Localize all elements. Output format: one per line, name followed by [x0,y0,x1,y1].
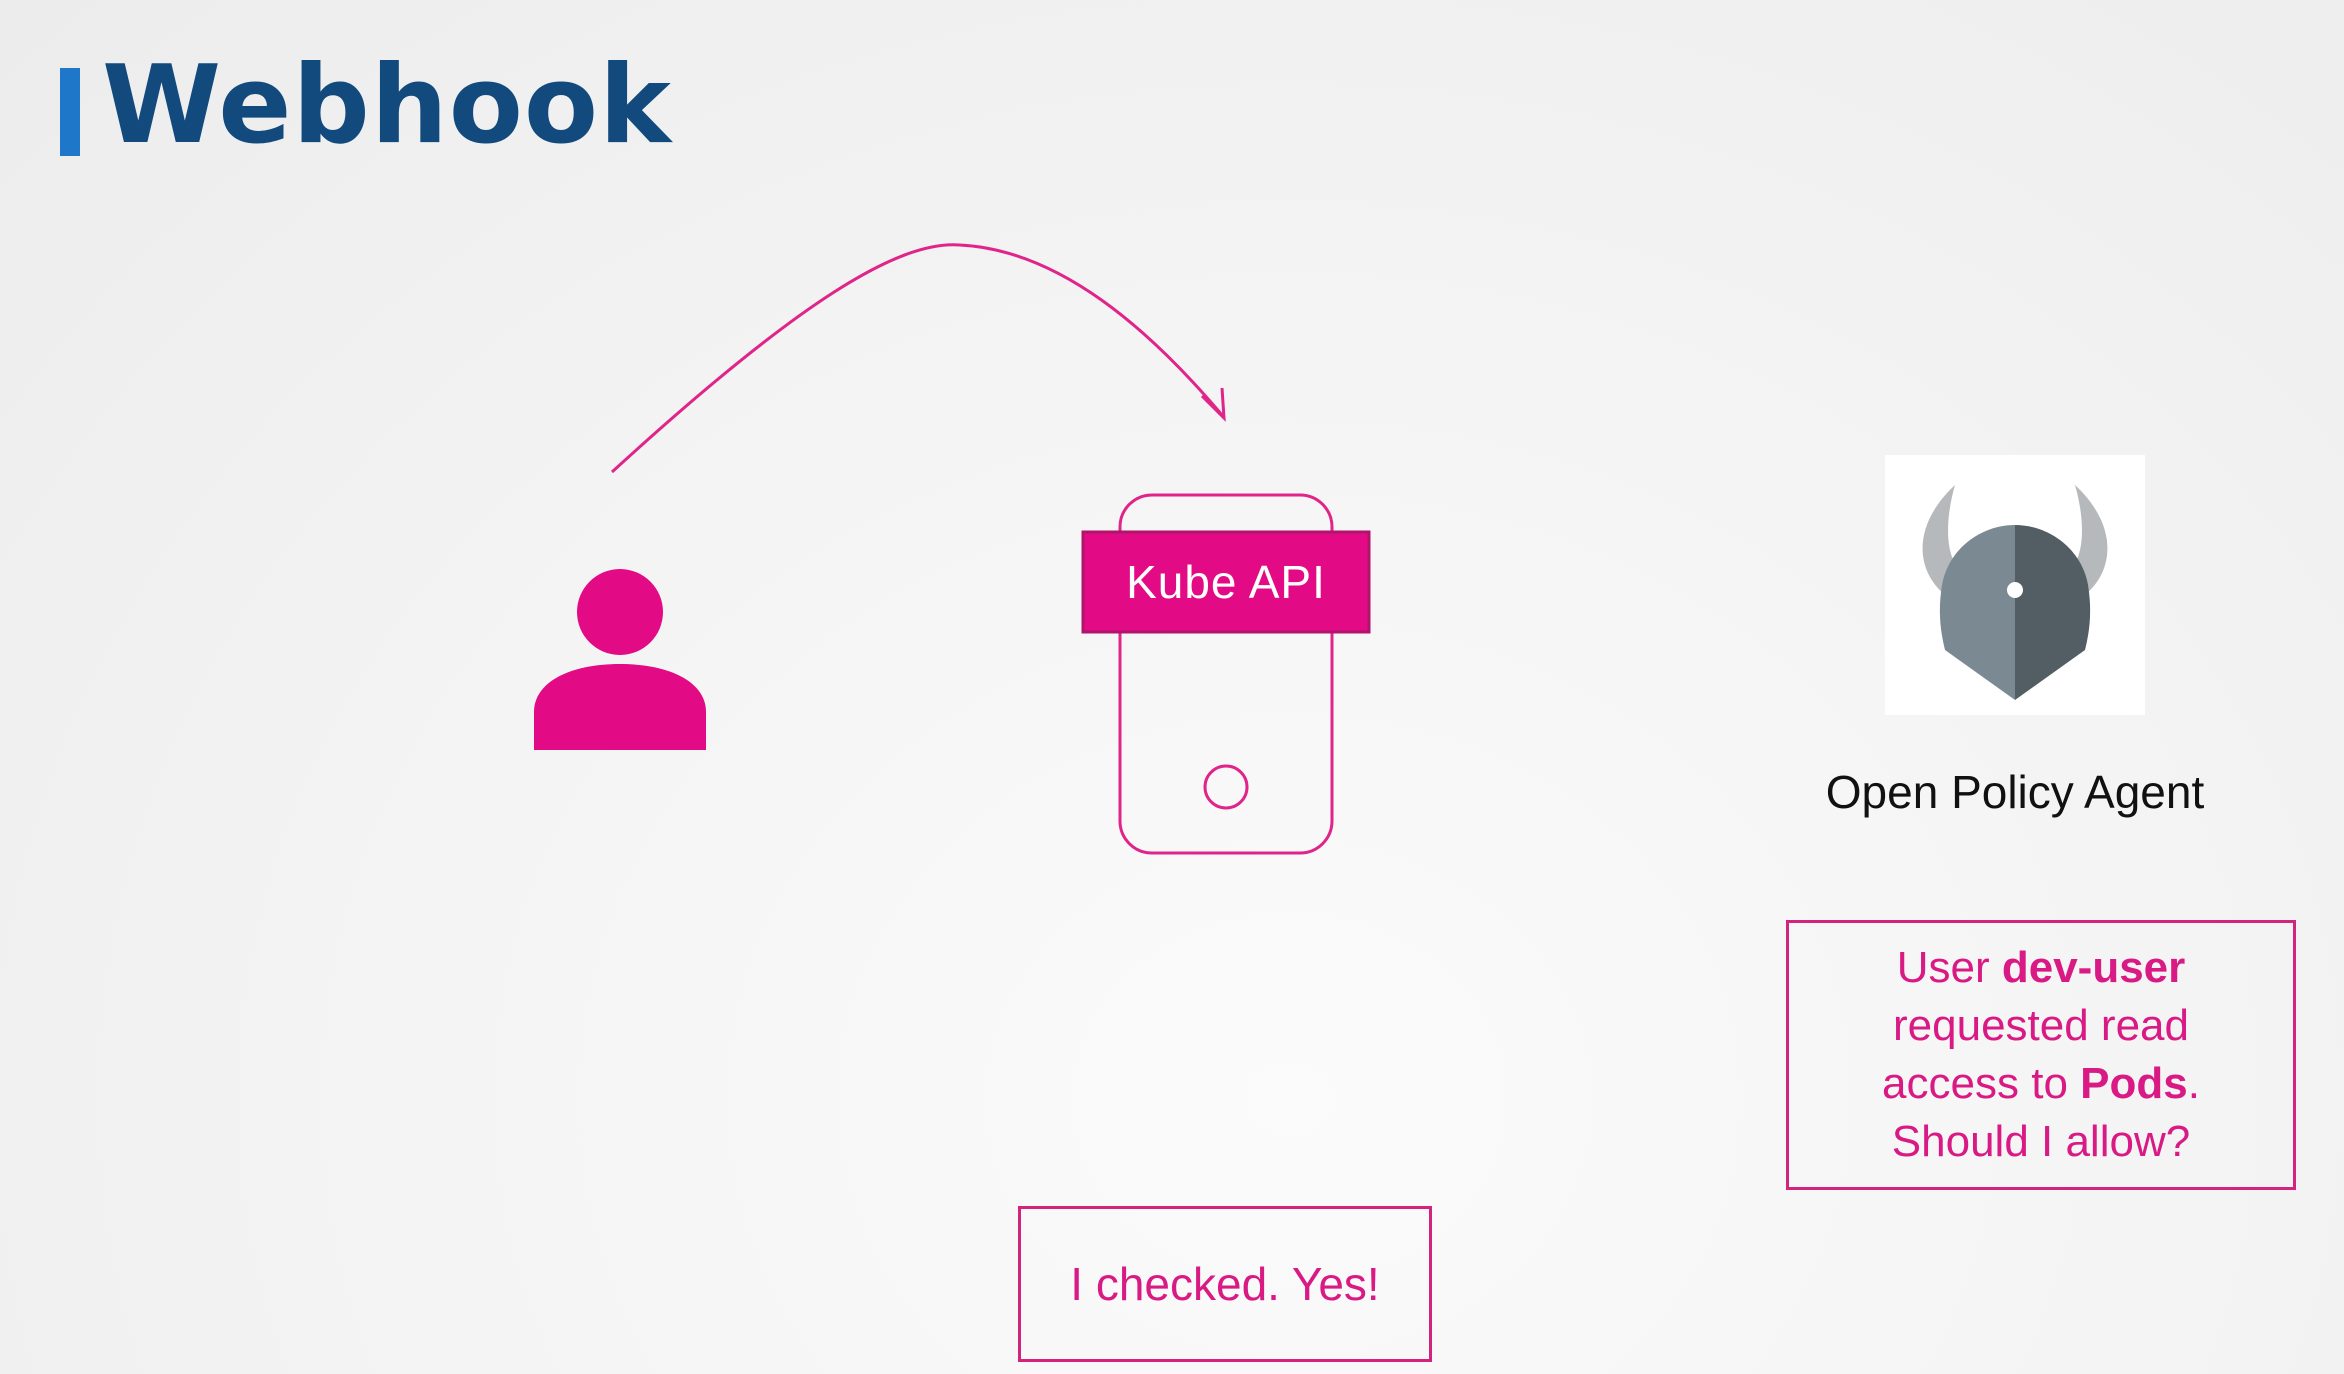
request-arrow-head [1200,387,1226,422]
kube-api-label: Kube API [1126,556,1326,608]
question-line-4: Should I allow? [1891,1117,2191,1166]
answer-text: I checked. Yes! [1070,1258,1380,1310]
webhook-question-box: User dev-user requested read access to P… [1786,920,2296,1190]
question-access: access to [1882,1059,2081,1108]
question-period: . [2187,1059,2200,1108]
question-user: dev-user [2001,943,2186,992]
kube-api-device-icon [1081,493,1371,855]
title-block: Webhook [60,40,672,170]
question-prefix: User [1896,943,2002,992]
question-resource: Pods [2080,1059,2188,1108]
opa-label: Open Policy Agent [1825,766,2205,818]
user-icon [534,569,706,750]
slide-title: Webhook [102,42,672,168]
question-line-2: requested read [1893,1001,2189,1050]
request-arrow [610,243,1224,474]
question-line-1: User dev-user [1897,939,2186,997]
opa-logo-icon [1885,455,2145,715]
question-line-3: access to Pods. [1882,1055,2200,1113]
webhook-answer-box: I checked. Yes! [1018,1206,1432,1362]
title-accent-bar [60,68,80,156]
